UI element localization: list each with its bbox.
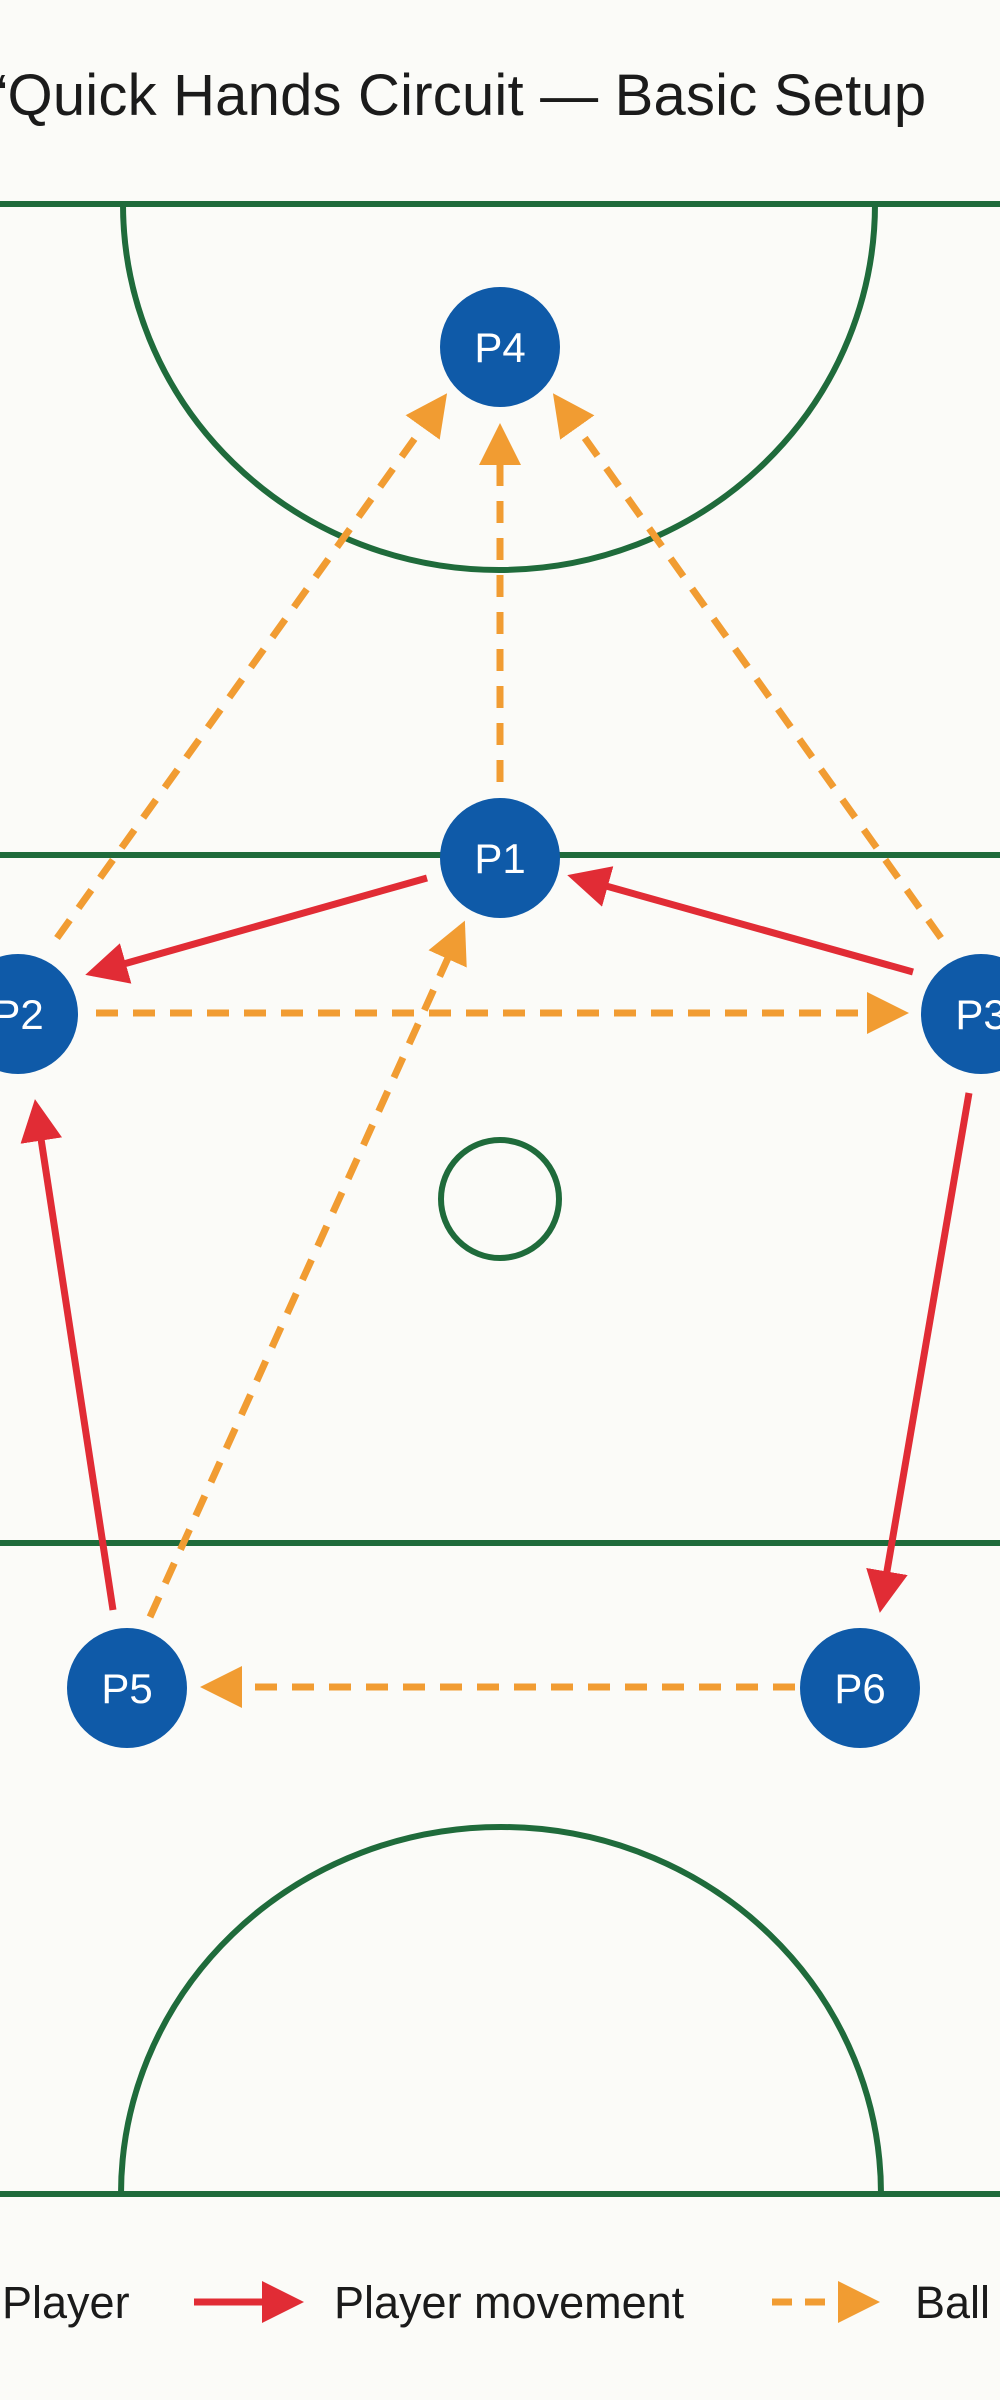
legend-movement-label: Player movement — [334, 2277, 685, 2328]
move-p3-to-p6 — [866, 1092, 973, 1613]
player-p3: P3 — [921, 954, 1000, 1074]
player-p6-label: P6 — [834, 1665, 885, 1712]
top-semicircle — [120, 203, 878, 573]
player-p4-marker — [440, 287, 560, 407]
player-p3-marker — [921, 954, 1000, 1074]
player-p1-label: P1 — [474, 835, 525, 882]
player-p5: P5 — [67, 1628, 187, 1748]
player-p5-label: P5 — [101, 1665, 152, 1712]
player-p6-marker — [800, 1628, 920, 1748]
player-p5-marker — [67, 1628, 187, 1748]
players: P1 P2 P3 P4 P5 P6 — [0, 287, 1000, 1748]
player-p1: P1 — [440, 798, 560, 918]
player-p1-marker — [440, 798, 560, 918]
move-p1-to-p2 — [85, 874, 428, 984]
legend-player-label: Player — [2, 2277, 130, 2328]
diagram-title: “Quick Hands Circuit — Basic Setup — [0, 63, 927, 128]
player-p4-label: P4 — [474, 324, 525, 371]
ball-passes — [54, 393, 944, 1708]
player-p3-label: P3 — [955, 991, 1000, 1038]
legend: Player Player movement Ball — [2, 2277, 990, 2328]
pass-p5-to-p1 — [146, 920, 467, 1619]
move-p5-to-p2 — [20, 1099, 117, 1611]
player-p2: P2 — [0, 954, 78, 1074]
center-circle — [438, 1137, 562, 1261]
legend-pass-label: Ball — [915, 2277, 990, 2328]
player-p2-label: P2 — [0, 991, 44, 1038]
move-p3-to-p1 — [567, 866, 914, 976]
player-movements — [20, 866, 973, 1613]
player-p2-marker — [0, 954, 78, 1074]
bottom-semicircle — [118, 1824, 884, 2195]
player-p6: P6 — [800, 1628, 920, 1748]
player-p4: P4 — [440, 287, 560, 407]
